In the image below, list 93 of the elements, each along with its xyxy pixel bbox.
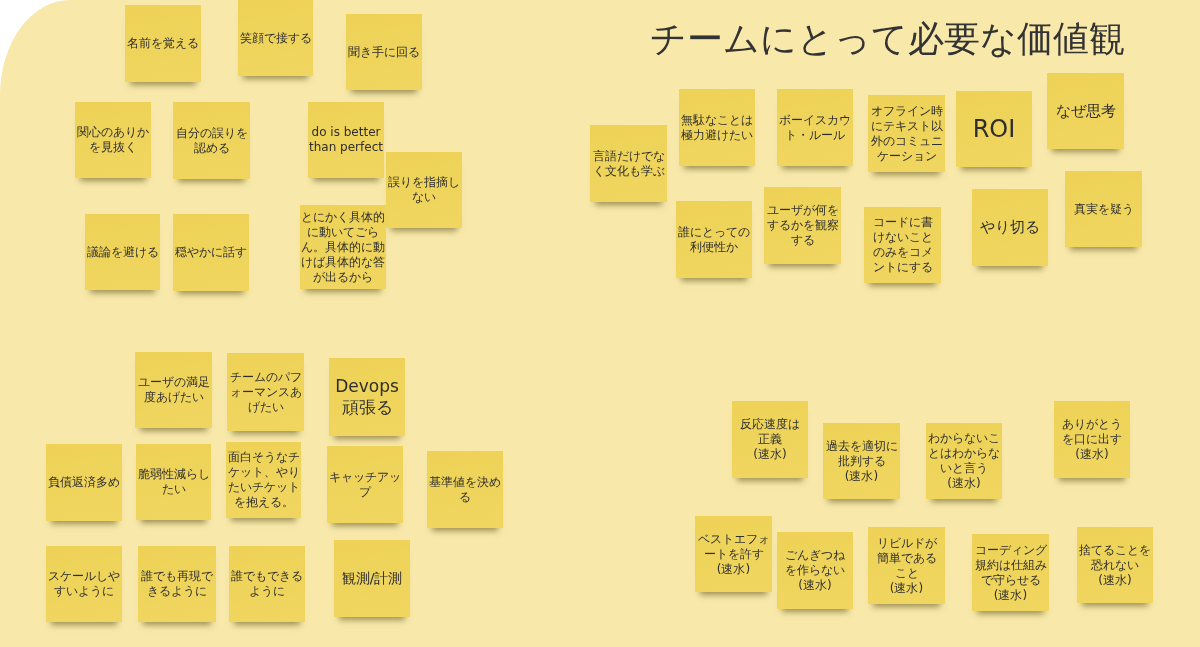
board-title: チームにとって必要な価値観 [650, 17, 1125, 61]
author-label: (速水) [1098, 572, 1132, 588]
note-text: 言語だけでなく文化も学ぶ [591, 148, 666, 179]
note-text: 無駄なことは極力避けたい [680, 112, 754, 143]
sticky-note [329, 358, 405, 436]
sticky-note [138, 546, 216, 622]
sticky-note [125, 5, 201, 82]
sticky-note [590, 125, 667, 202]
note-text: 基準値を決める [428, 474, 502, 505]
sticky-note [238, 0, 313, 76]
sticky-note [864, 207, 941, 283]
note-text: スケールしやすいように [47, 569, 121, 599]
note-text: 聞き手に回る [348, 44, 420, 60]
note-text: 負債返済多め [48, 475, 120, 490]
note-text: やり切る [980, 218, 1040, 237]
note-text: ごんぎつねを作らない [784, 548, 846, 578]
author-label: (速水) [798, 578, 832, 593]
sticky-note [777, 532, 853, 609]
author-label: (速水) [993, 587, 1028, 603]
sticky-note [136, 444, 211, 520]
sticky-note [777, 89, 853, 166]
author-label: (速水) [1075, 447, 1109, 462]
sticky-note [346, 14, 422, 90]
sticky-note [972, 189, 1048, 266]
sticky-note [173, 102, 250, 179]
note-text: 名前を覚える [127, 36, 199, 51]
sticky-note [1054, 401, 1130, 478]
note-text: 捨てることを恐れない [1078, 542, 1152, 573]
sticky-note [868, 95, 945, 172]
note-text: 面白そうなチケット、やりたいチケットを抱える。 [226, 450, 301, 510]
note-text: 誰でも再現できるように [140, 569, 214, 599]
note-text: リビルドが簡単であること [875, 535, 938, 581]
note-text: とにかく具体的に動いてごらん。具体的に動けば具体的な答が出るから [300, 209, 386, 285]
author-label: (速水) [844, 468, 879, 484]
note-text: キャッチアップ [328, 469, 402, 500]
author-label: (速水) [716, 561, 751, 577]
sticky-note [227, 353, 304, 431]
note-text: ありがとうを口に出す [1061, 417, 1123, 447]
sticky-note [334, 540, 410, 617]
sticky-note [135, 352, 212, 428]
sticky-note [308, 102, 384, 178]
note-text: コーディング規約は仕組みで守らせる [973, 542, 1048, 588]
note-text: オフライン時にテキスト以外のコミュニケーション [869, 103, 944, 164]
sticky-note [226, 442, 301, 518]
sticky-note [868, 527, 945, 604]
note-text: 反応速度は正義 [739, 417, 801, 447]
sticky-note [956, 91, 1032, 167]
note-text: 誤りを指摘しない [387, 175, 461, 205]
note-text: 関心のありかを見抜く [76, 125, 150, 155]
note-text: ROI [972, 114, 1016, 144]
sticky-note [823, 423, 900, 499]
sticky-note [679, 89, 755, 166]
author-label: (速水) [947, 476, 981, 491]
note-text: 議論を避ける [86, 244, 159, 260]
sticky-note [764, 187, 841, 264]
note-text: ユーザが何をするかを観察する [765, 203, 840, 248]
sticky-note [427, 451, 503, 528]
note-text: ベストエフォートを許す [696, 531, 771, 562]
sticky-note [229, 546, 305, 622]
note-text: コードに書けないことのみをコメントにする [871, 215, 934, 275]
note-text: 脆弱性減らしたい [136, 467, 211, 497]
author-label: (速水) [889, 580, 924, 596]
note-text: 真実を疑う [1073, 201, 1134, 217]
sticky-note [732, 401, 808, 478]
sticky-note [1065, 171, 1142, 247]
sticky-note [386, 152, 462, 228]
sticky-note [173, 214, 249, 291]
note-text: ユーザの満足度あげたい [136, 375, 211, 405]
note-text: チームのパフォーマンスあげたい [228, 369, 303, 415]
note-text: 穏やかに話す [175, 245, 247, 260]
sticky-note [695, 516, 772, 592]
note-text: 誰でもできるように [230, 569, 304, 599]
sticky-note [972, 534, 1049, 611]
author-label: (速水) [753, 447, 787, 462]
sticky-note [926, 423, 1002, 499]
note-text: 笑顔で接する [239, 30, 312, 46]
sticky-note [85, 214, 160, 290]
note-text: なぜ思考 [1055, 101, 1116, 121]
sticky-note [676, 201, 752, 278]
sticky-note [75, 102, 151, 178]
note-text: 観測/計測 [341, 569, 403, 588]
note-text: Devops 頑張る [334, 375, 400, 419]
sticky-note [327, 446, 403, 523]
note-text: わからないことはわからないと言う [927, 431, 1001, 476]
note-text: 過去を適切に批判する [824, 438, 899, 469]
sticky-note [46, 546, 122, 622]
note-text: 自分の誤りを認める [174, 125, 249, 156]
sticky-note [46, 444, 122, 521]
note-text: ボーイスカウト・ルール [778, 112, 852, 143]
note-text: do is better than perfect [309, 125, 383, 155]
sticky-note [1077, 527, 1153, 603]
note-text: 誰にとっての利便性か [677, 224, 751, 255]
sticky-note [1047, 73, 1124, 149]
